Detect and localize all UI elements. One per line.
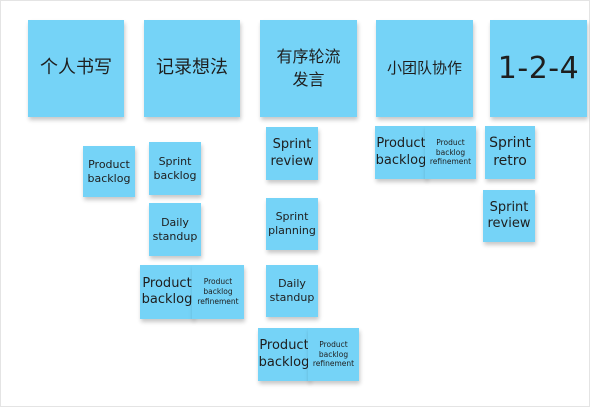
sticky-note-label: Sprint backlog [153, 154, 197, 182]
sticky-note-product-backlog-refinement[interactable]: Product backlog refinement [425, 126, 476, 179]
header-note-label: 个人书写 [40, 57, 112, 79]
header-note-label: 1-2-4 [497, 50, 580, 86]
sticky-note-label: Daily standup [152, 215, 198, 243]
header-note-small-team-collaboration[interactable]: 小团队协作 [376, 20, 473, 117]
sticky-note-label: Sprint retro [489, 135, 531, 169]
sticky-note-product-backlog[interactable]: Product backlog [375, 126, 427, 179]
sticky-note-sprint-review[interactable]: Sprint review [266, 127, 318, 180]
sticky-note-product-backlog[interactable]: Product backlog [258, 328, 310, 381]
sticky-note-daily-standup[interactable]: Daily standup [149, 203, 201, 256]
sticky-note-sprint-review[interactable]: Sprint review [483, 190, 535, 242]
sticky-note-label: Product backlog [258, 338, 310, 370]
header-note-label: 有序轮流 发言 [276, 47, 341, 89]
header-note-label: 记录想法 [156, 57, 228, 79]
sticky-note-product-backlog-refinement[interactable]: Product backlog refinement [192, 265, 244, 319]
header-note-record-ideas[interactable]: 记录想法 [144, 20, 240, 117]
sticky-note-label: Daily standup [269, 277, 315, 304]
sticky-note-product-backlog-refinement[interactable]: Product backlog refinement [308, 328, 359, 381]
sticky-note-sprint-planning[interactable]: Sprint planning [266, 198, 318, 250]
sticky-note-label: Product backlog refinement [312, 339, 355, 369]
header-note-ordered-turns[interactable]: 有序轮流 发言 [260, 20, 357, 117]
sticky-note-product-backlog[interactable]: Product backlog [83, 146, 135, 197]
sticky-note-label: Product backlog refinement [429, 137, 472, 167]
header-note-label: 小团队协作 [386, 59, 462, 78]
sticky-note-label: Product backlog [375, 136, 427, 168]
sticky-note-label: Product backlog [87, 157, 131, 185]
sticky-note-daily-standup[interactable]: Daily standup [266, 265, 318, 317]
sticky-note-label: Product backlog refinement [197, 277, 239, 306]
sticky-note-label: Sprint review [270, 137, 314, 169]
sticky-note-label: Sprint review [487, 199, 531, 231]
header-note-one-two-four[interactable]: 1-2-4 [490, 20, 587, 117]
sticky-note-label: Product backlog [141, 275, 193, 307]
sticky-note-sprint-retro[interactable]: Sprint retro [485, 126, 535, 179]
sticky-note-label: Sprint planning [268, 210, 316, 237]
sticky-note-sprint-backlog[interactable]: Sprint backlog [149, 142, 201, 195]
sticky-note-product-backlog[interactable]: Product backlog [140, 265, 194, 319]
header-note-individual-writing[interactable]: 个人书写 [28, 20, 124, 117]
